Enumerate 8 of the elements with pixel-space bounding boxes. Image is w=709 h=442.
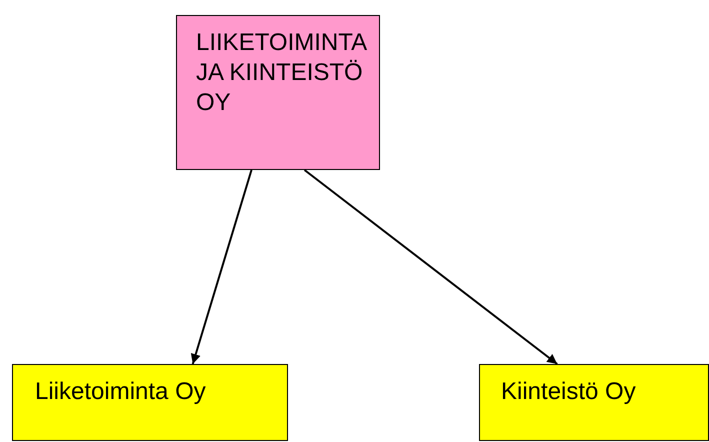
arrow <box>190 170 252 364</box>
org-box <box>12 364 288 441</box>
box-label: Liiketoiminta Oy <box>35 377 207 407</box>
org-box <box>479 364 709 441</box>
box-label: Kiinteistö Oy <box>501 377 637 407</box>
arrow <box>304 169 558 365</box>
org-box <box>176 15 380 170</box>
box-label: LIIKETOIMINTA JA KIINTEISTÖ OY <box>196 28 368 118</box>
